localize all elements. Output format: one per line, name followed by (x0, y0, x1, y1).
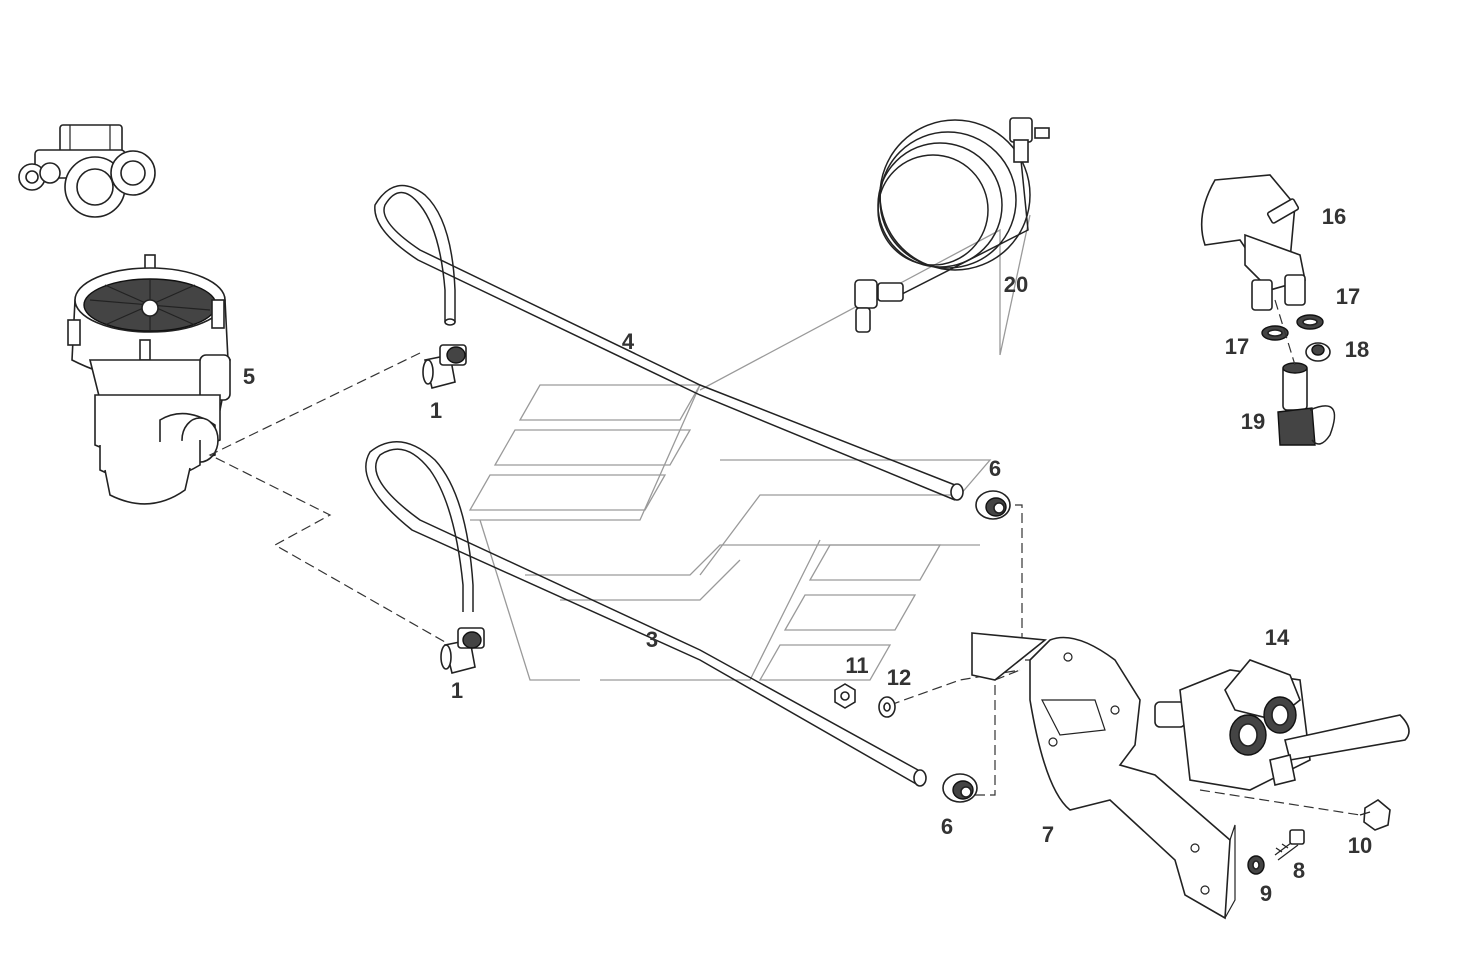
label-part-8: 8 (1293, 858, 1305, 883)
label-part-10: 10 (1348, 833, 1372, 858)
label-part-6-lower: 6 (941, 814, 953, 839)
elbow-fitting-1-upper (422, 344, 467, 389)
valve-part-5 (67, 254, 231, 505)
valve-part-14 (1154, 659, 1410, 791)
bolt-part-10 (1359, 799, 1391, 831)
nipples-part-17 (1251, 274, 1324, 341)
tractor-icon (18, 124, 156, 218)
fitting-part-6-lower (942, 773, 978, 803)
label-part-5: 5 (243, 364, 255, 389)
callout-labels: 1 1 3 4 5 6 6 7 8 9 10 11 12 14 16 17 17… (243, 204, 1372, 906)
label-part-16: 16 (1322, 204, 1346, 229)
label-part-14: 14 (1265, 625, 1290, 650)
label-part-1-lower: 1 (451, 678, 463, 703)
nut-part-11 (834, 683, 856, 709)
bolt-part-8 (1274, 829, 1305, 861)
label-part-3: 3 (646, 627, 658, 652)
fitting-part-6-upper (975, 490, 1011, 520)
label-part-12: 12 (887, 665, 911, 690)
label-part-11: 11 (845, 653, 868, 678)
hose-part-4 (374, 184, 964, 501)
cap-part-18 (1305, 342, 1331, 362)
washer-part-9 (1247, 855, 1265, 875)
bracket-part-7 (971, 632, 1236, 920)
coupling-part-16 (1200, 174, 1306, 291)
dust-cap-part-19 (1274, 299, 1336, 446)
label-part-17-left: 17 (1225, 334, 1249, 359)
elbow-fitting-1-lower (440, 627, 485, 674)
watermark-logo (468, 214, 1031, 681)
washer-part-12 (878, 696, 896, 718)
hose-part-3 (365, 440, 927, 787)
label-part-1-upper: 1 (430, 398, 442, 423)
label-part-6-upper: 6 (989, 456, 1001, 481)
label-part-4: 4 (622, 329, 635, 354)
label-part-19: 19 (1241, 409, 1265, 434)
label-part-9: 9 (1260, 881, 1272, 906)
label-part-17-right: 17 (1336, 284, 1360, 309)
label-part-20: 20 (1004, 272, 1028, 297)
label-part-18: 18 (1345, 337, 1369, 362)
label-part-7: 7 (1042, 822, 1054, 847)
coiled-hose-part-20 (854, 117, 1050, 333)
